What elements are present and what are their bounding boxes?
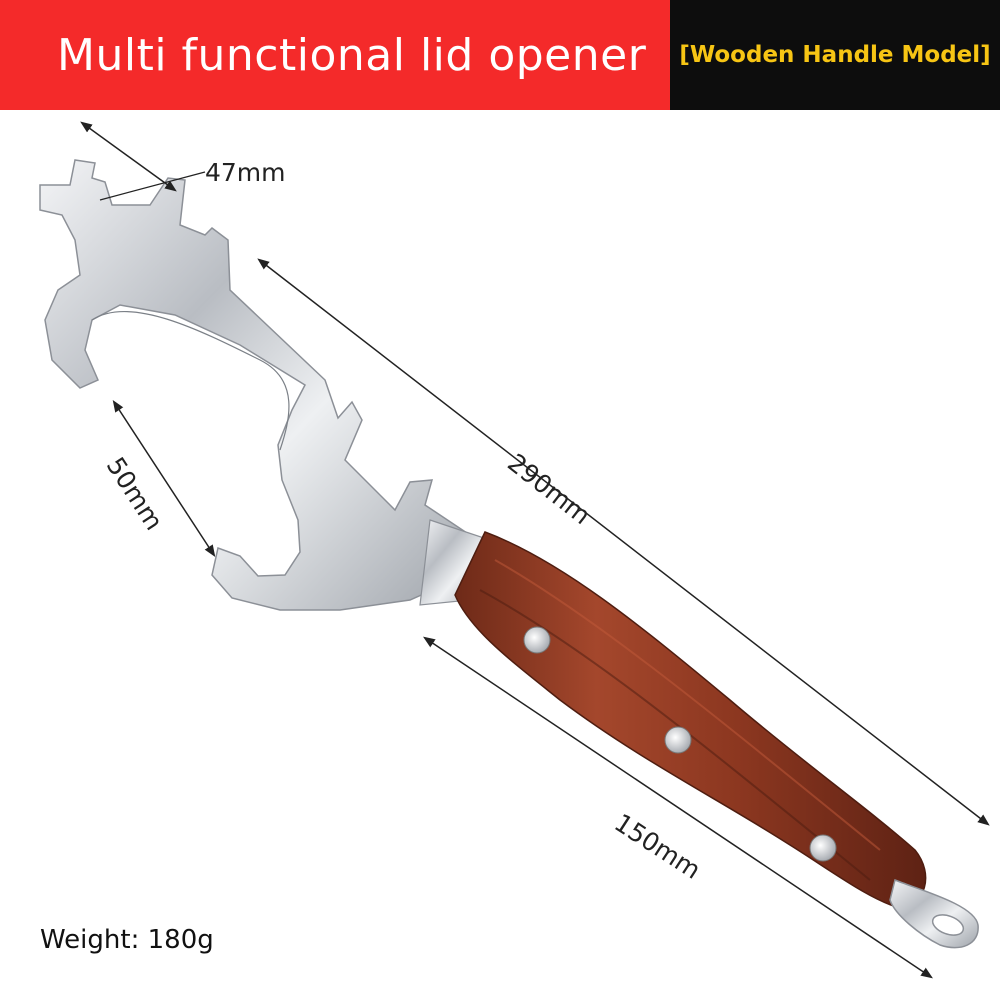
dim-line-47mm (80, 121, 177, 192)
rivet-1 (523, 626, 551, 654)
rivet-3 (809, 834, 837, 862)
header-banner: Multi functional lid opener [Wooden Hand… (0, 0, 1000, 110)
dim-line-150mm (423, 636, 933, 979)
dim-line-47mm-b (99, 171, 206, 201)
model-label: [Wooden Handle Model] (679, 42, 991, 68)
model-block: [Wooden Handle Model] (670, 0, 1000, 110)
handle-end-loop (889, 878, 979, 949)
weight-label: Weight: 180g (40, 925, 214, 955)
dim-label-47mm: 47mm (205, 158, 286, 187)
wooden-handle (454, 531, 979, 949)
title-block: Multi functional lid opener (0, 0, 670, 110)
rivet-2 (664, 726, 692, 754)
hook-tab (39, 159, 471, 611)
product-title: Multi functional lid opener (57, 29, 647, 81)
opener-metal-body (39, 159, 491, 611)
dim-line-50mm (112, 399, 216, 558)
